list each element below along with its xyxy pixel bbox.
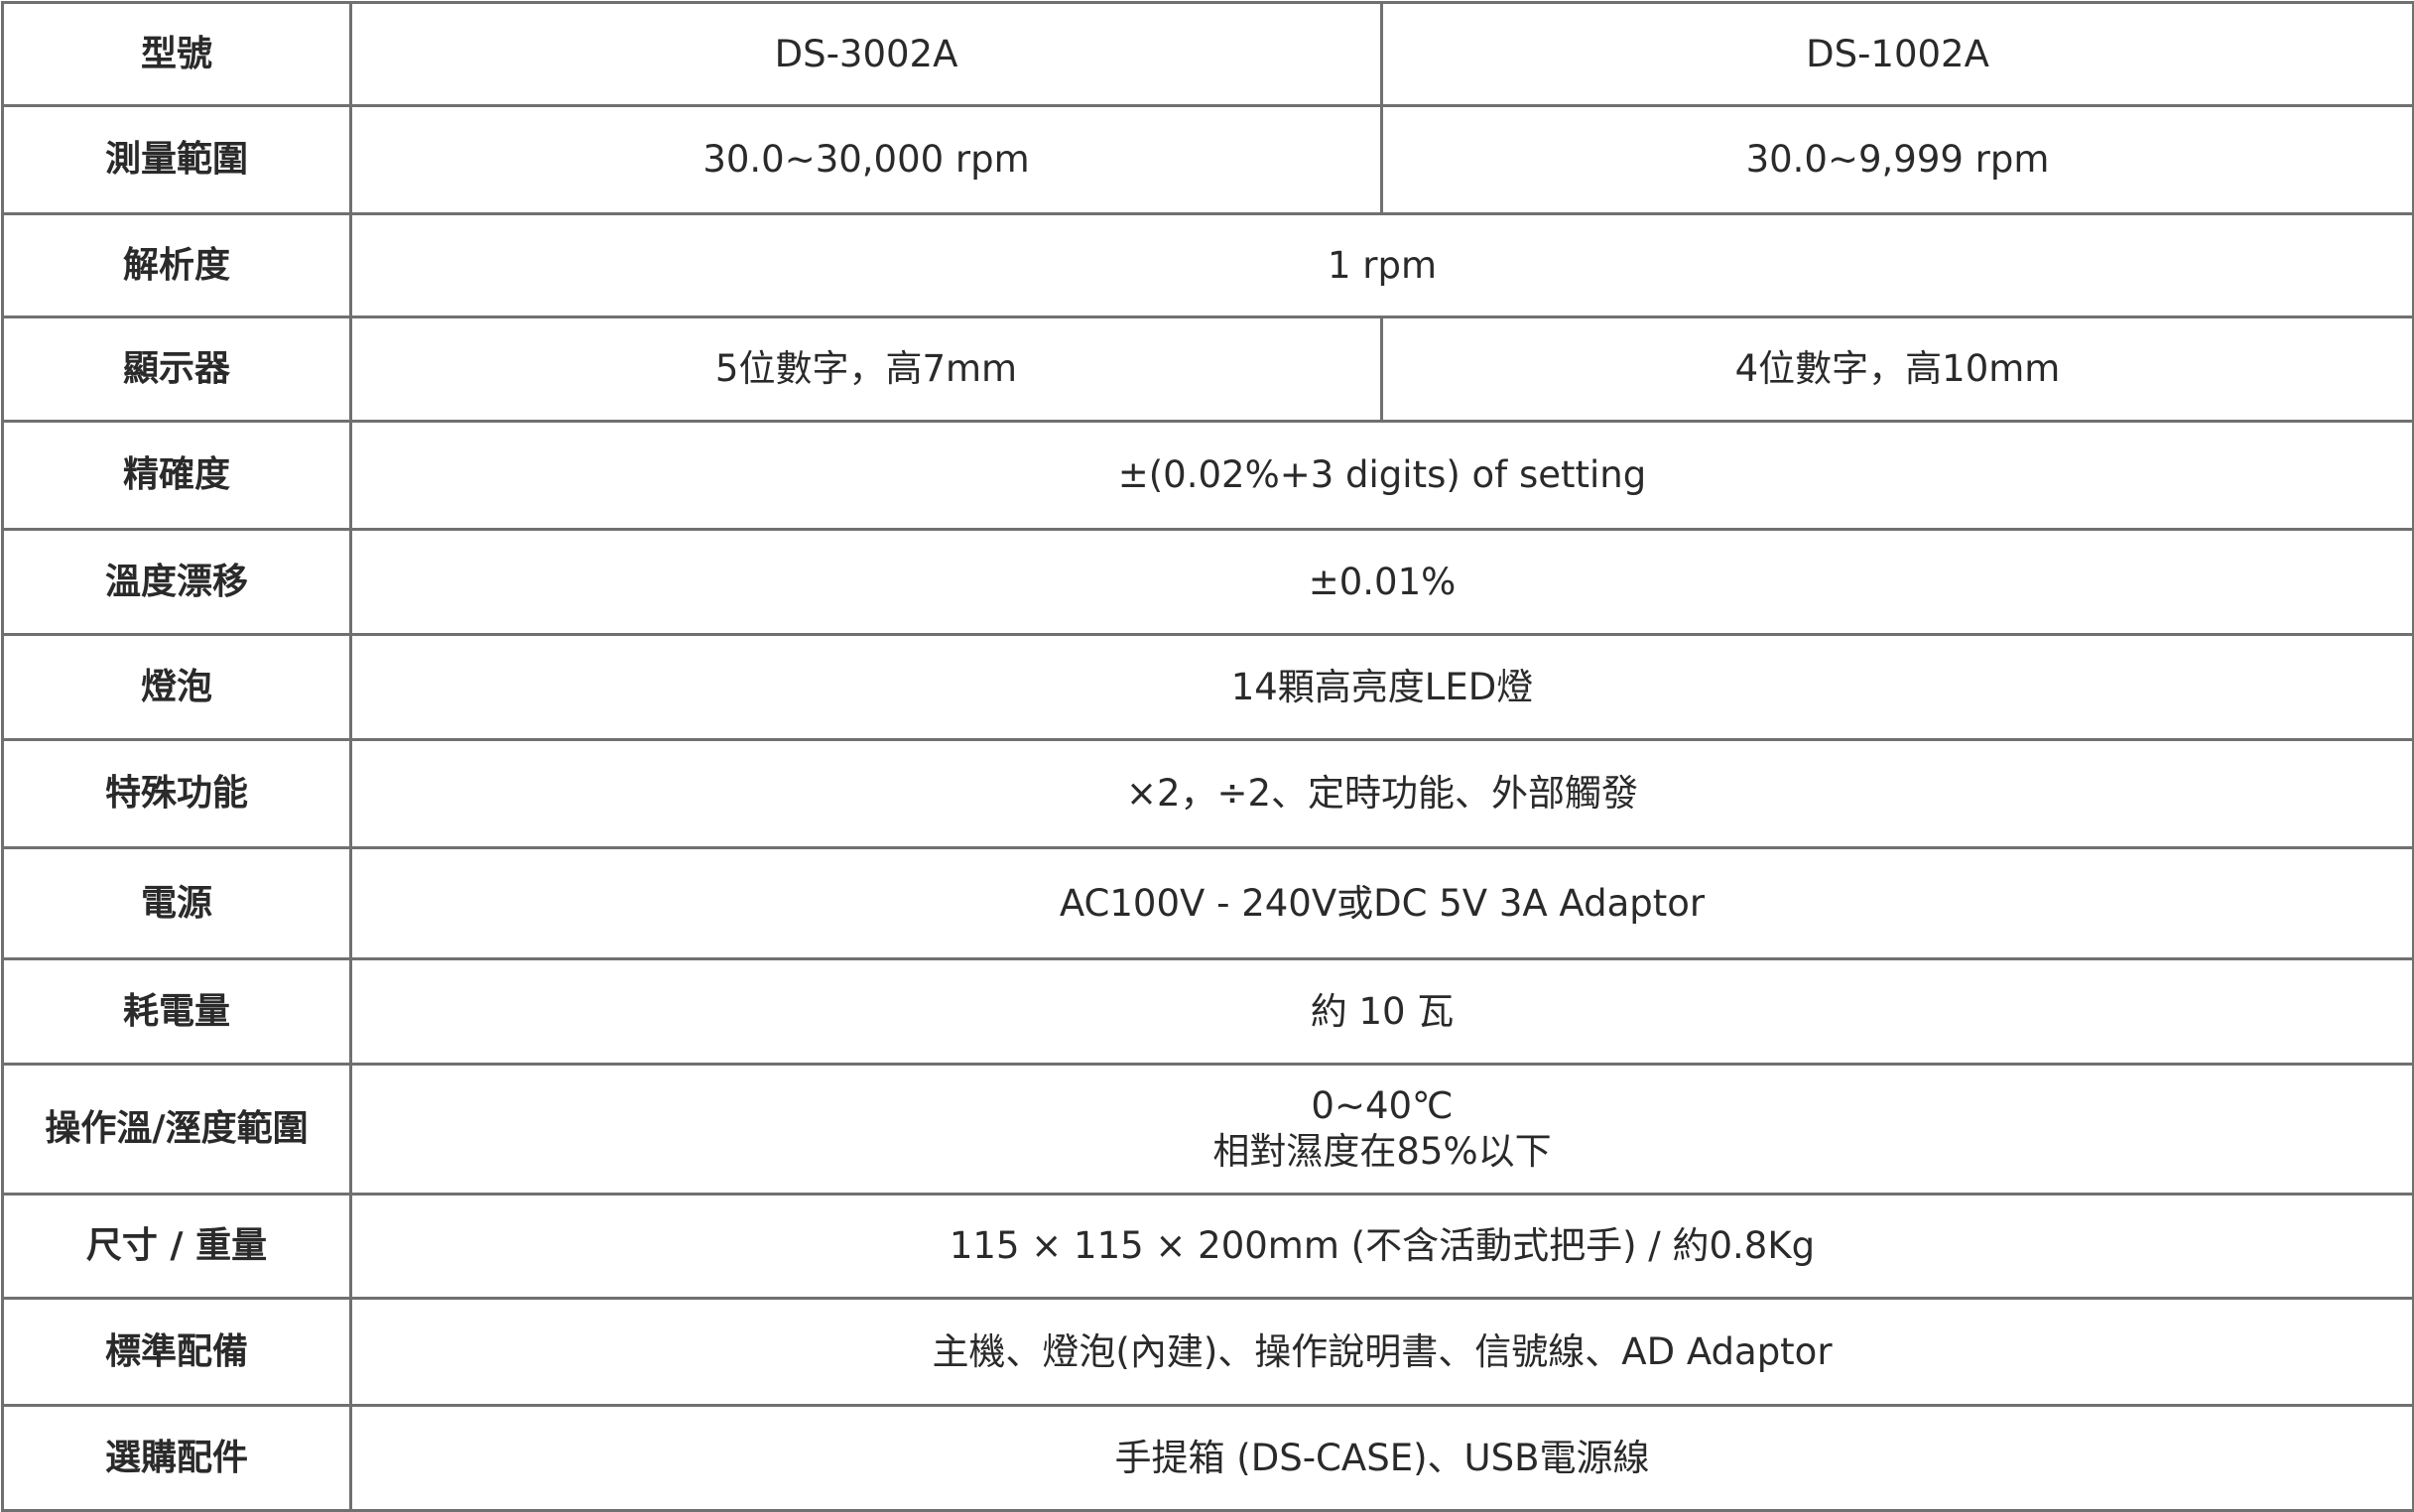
- humidity-range: 相對濕度在85%以下: [1212, 1130, 1552, 1173]
- cell-value: 14顆高亮度LED燈: [349, 633, 2414, 741]
- row-label: 電源: [1, 846, 352, 960]
- table-row-resolution: 解析度 1 rpm: [1, 212, 2414, 318]
- table-row-optional-accessories: 選購配件 手提箱 (DS-CASE)、USB電源線: [1, 1404, 2414, 1512]
- cell-value: AC100V - 240V或DC 5V 3A Adaptor: [349, 846, 2414, 960]
- model-ds-1002a: DS-1002A: [1380, 1, 2414, 107]
- table-row-standard-accessories: 標準配備 主機、燈泡(內建)、操作說明書、信號線、AD Adaptor: [1, 1297, 2414, 1407]
- cell-value: 約 10 瓦: [349, 957, 2414, 1066]
- row-label: 解析度: [1, 212, 352, 318]
- cell-value: 1 rpm: [349, 212, 2414, 318]
- table-row-range: 測量範圍 30.0~30,000 rpm 30.0~9,999 rpm: [1, 104, 2414, 215]
- cell-value: 30.0~30,000 rpm: [349, 104, 1383, 215]
- temperature-range: 0~40℃: [1311, 1084, 1454, 1127]
- cell-value: ±(0.02%+3 digits) of setting: [349, 420, 2414, 531]
- cell-value: ±0.01%: [349, 528, 2414, 636]
- table-row-temp-drift: 溫度漂移 ±0.01%: [1, 528, 2414, 636]
- table-row-lamp: 燈泡 14顆高亮度LED燈: [1, 633, 2414, 741]
- row-label: 測量範圍: [1, 104, 352, 215]
- table-row-display: 顯示器 5位數字，高7mm 4位數字，高10mm: [1, 315, 2414, 423]
- row-label: 型號: [1, 1, 352, 107]
- table-row-power: 電源 AC100V - 240V或DC 5V 3A Adaptor: [1, 846, 2414, 960]
- cell-value: 手提箱 (DS-CASE)、USB電源線: [349, 1404, 2414, 1512]
- row-label: 選購配件: [1, 1404, 352, 1512]
- cell-value: 30.0~9,999 rpm: [1380, 104, 2414, 215]
- row-label: 顯示器: [1, 315, 352, 423]
- row-label: 溫度漂移: [1, 528, 352, 636]
- cell-value: 0~40℃ 相對濕度在85%以下: [349, 1063, 2414, 1196]
- table-row-model: 型號 DS-3002A DS-1002A: [1, 1, 2414, 107]
- table-row-special-functions: 特殊功能 ×2，÷2、定時功能、外部觸發: [1, 738, 2414, 849]
- table-row-operating-conditions: 操作溫/溼度範圍 0~40℃ 相對濕度在85%以下: [1, 1063, 2414, 1196]
- cell-value: 主機、燈泡(內建)、操作說明書、信號線、AD Adaptor: [349, 1297, 2414, 1407]
- row-label: 耗電量: [1, 957, 352, 1066]
- row-label: 操作溫/溼度範圍: [1, 1063, 352, 1196]
- row-label: 尺寸 / 重量: [1, 1193, 352, 1300]
- row-label: 燈泡: [1, 633, 352, 741]
- row-label: 特殊功能: [1, 738, 352, 849]
- row-label: 標準配備: [1, 1297, 352, 1407]
- cell-value: 115 × 115 × 200mm (不含活動式把手) / 約0.8Kg: [349, 1193, 2414, 1300]
- table-row-power-consumption: 耗電量 約 10 瓦: [1, 957, 2414, 1066]
- table-row-accuracy: 精確度 ±(0.02%+3 digits) of setting: [1, 420, 2414, 531]
- table-row-size-weight: 尺寸 / 重量 115 × 115 × 200mm (不含活動式把手) / 約0…: [1, 1193, 2414, 1300]
- cell-value: 5位數字，高7mm: [349, 315, 1383, 423]
- model-ds-3002a: DS-3002A: [349, 1, 1383, 107]
- row-label: 精確度: [1, 420, 352, 531]
- cell-value: ×2，÷2、定時功能、外部觸發: [349, 738, 2414, 849]
- cell-value: 4位數字，高10mm: [1380, 315, 2414, 423]
